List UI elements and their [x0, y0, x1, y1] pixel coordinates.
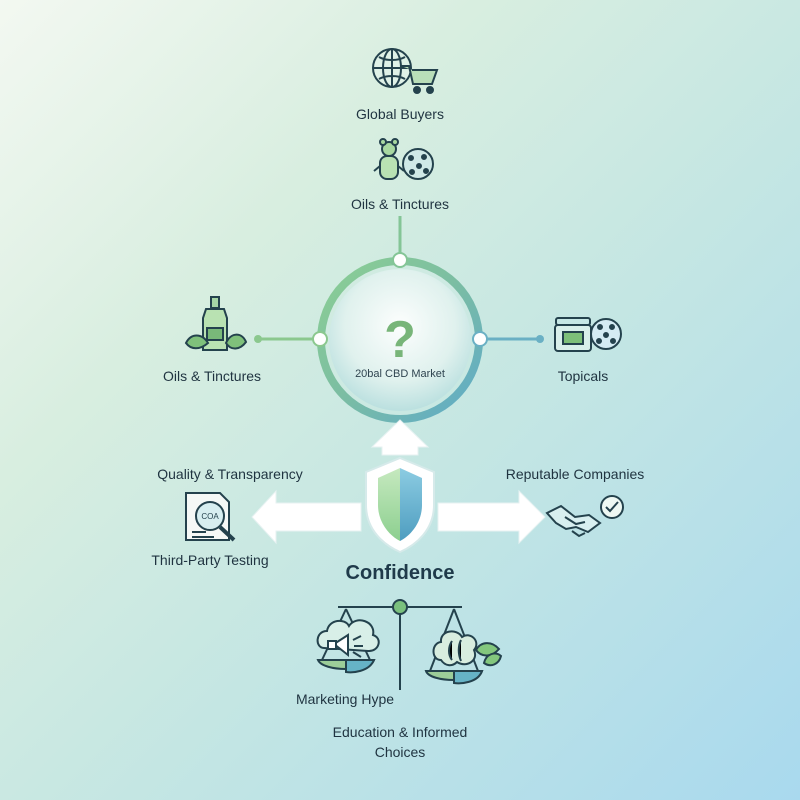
education-label: Education & Informed Choices	[332, 724, 468, 760]
coa-document-magnifier-icon: COA	[185, 492, 236, 542]
jar-cookie-icon	[554, 317, 622, 352]
globe-cart-icon	[372, 48, 439, 94]
global-buyers-label: Global Buyers	[356, 106, 444, 122]
megaphone-cloud-icon	[316, 619, 380, 658]
topicals-label: Topicals	[557, 368, 609, 384]
brain-leaves-icon	[432, 630, 503, 667]
handshake-check-icon	[545, 495, 624, 538]
dropper-bottle-leaves-icon	[184, 296, 248, 351]
center-market-label: 20bal CBD Market	[355, 368, 445, 380]
shield-icon	[365, 456, 435, 554]
question-mark: ?	[384, 311, 416, 369]
third-party-testing-label: Third-Party Testing	[151, 552, 269, 568]
confidence-title: Confidence	[345, 562, 455, 584]
oils-left-label: Oils & Tinctures	[162, 368, 262, 384]
confidence-arrows	[251, 419, 546, 545]
quality-transparency-label: Quality & Transparency	[157, 466, 303, 482]
reputable-companies-label: Reputable Companies	[505, 466, 645, 482]
center-sphere: ?	[312, 252, 488, 423]
coa-label: COA	[201, 512, 219, 521]
gummy-bear-cookie-icon	[373, 138, 434, 180]
marketing-hype-label: Marketing Hype	[295, 691, 395, 707]
balance-scale-icon	[316, 599, 484, 690]
oils-top-label: Oils & Tinctures	[350, 196, 450, 212]
